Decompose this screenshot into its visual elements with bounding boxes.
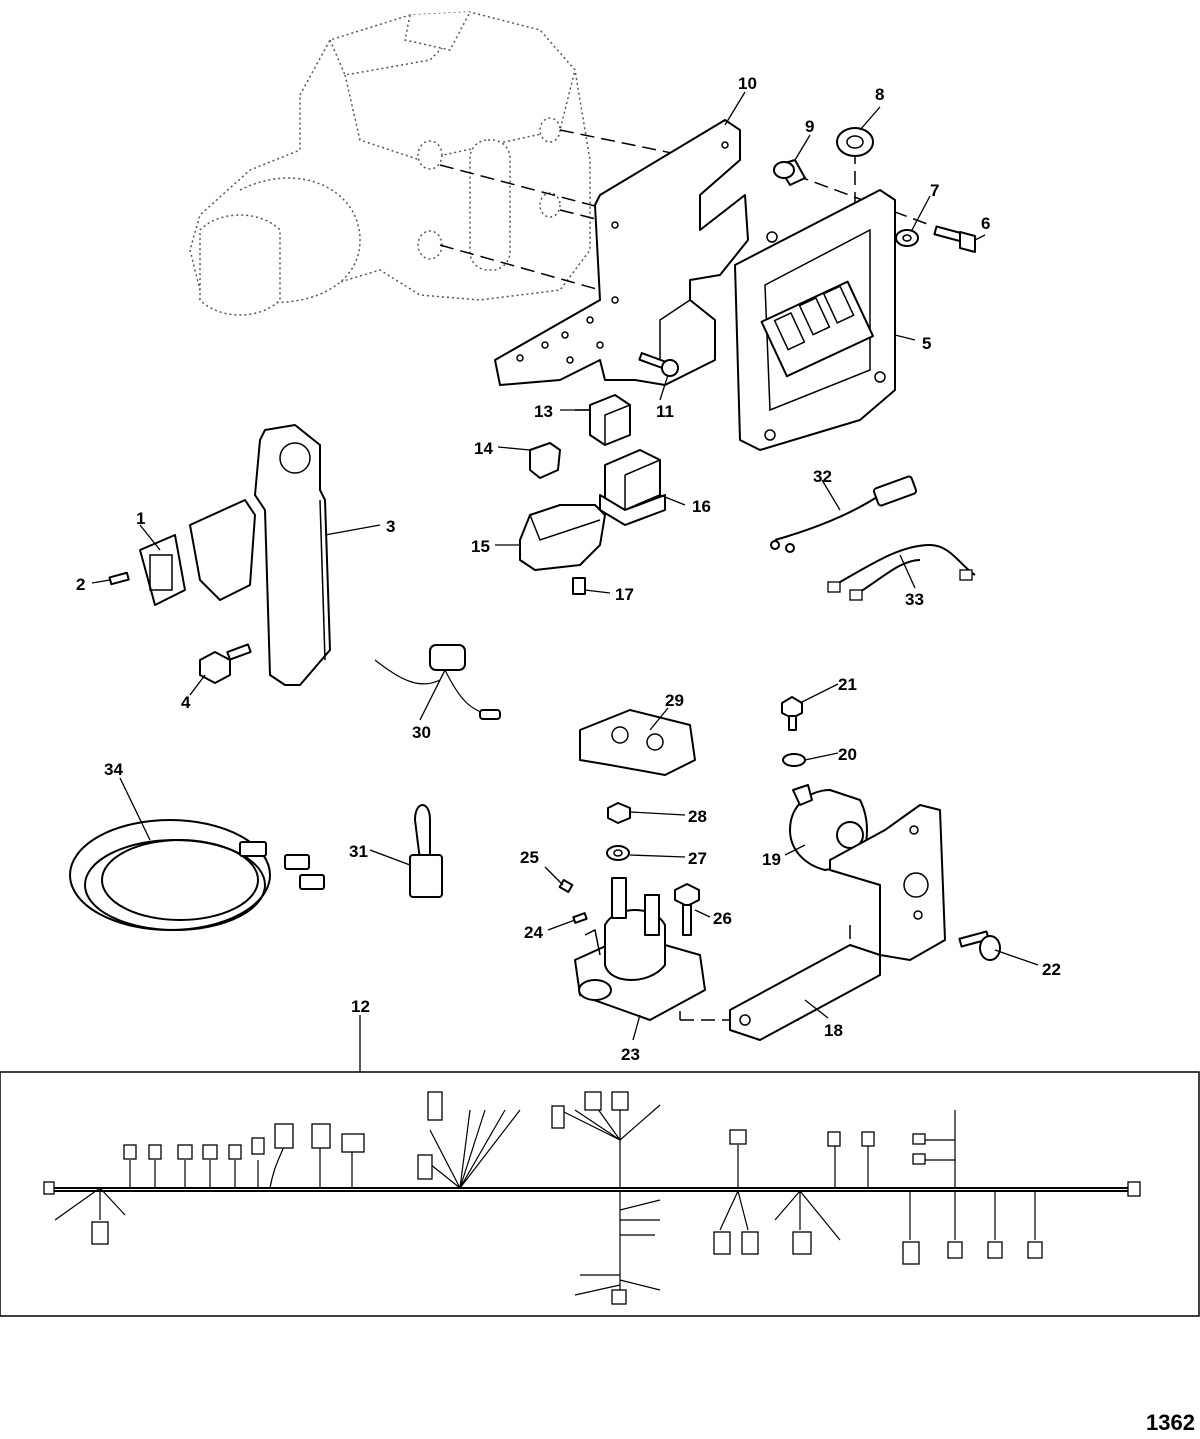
callout-8: 8 (875, 85, 884, 104)
part-33-jumper-harness (827, 543, 976, 601)
callout-6: 6 (981, 214, 990, 233)
callout-19: 19 (762, 850, 781, 869)
callout-13: 13 (534, 402, 553, 421)
part-1-connector-bracket (139, 499, 256, 606)
callout-18: 18 (824, 1021, 843, 1040)
part-23-starter-solenoid (574, 877, 706, 1021)
callout-3: 3 (386, 517, 395, 536)
callout-9: 9 (805, 117, 814, 136)
part-16-relay (599, 449, 666, 526)
part-30-sensor (374, 644, 501, 720)
part-34-coiled-harness (69, 819, 325, 931)
part-4-bolt (199, 643, 252, 684)
part-11-screw (638, 352, 679, 377)
callout-28: 28 (688, 807, 707, 826)
callout-7: 7 (930, 181, 939, 200)
part-3-bracket (254, 424, 331, 686)
part-17-fuse (572, 577, 586, 595)
callout-32: 32 (813, 467, 832, 486)
callout-24: 24 (524, 923, 543, 942)
part-31-jumper-loop (409, 804, 443, 898)
callout-12: 12 (351, 997, 370, 1016)
callout-17: 17 (615, 585, 634, 604)
callout-11: 11 (656, 402, 674, 421)
part-32-jumper-harness (770, 475, 918, 553)
callout-1: 1 (136, 509, 145, 528)
callout-14: 14 (474, 439, 493, 458)
part-27-washer (606, 845, 630, 861)
part-14-fuse-clip (529, 442, 561, 479)
part-29-terminal-cover (579, 709, 696, 776)
callout-10: 10 (738, 74, 757, 93)
part-24-pin (572, 912, 588, 924)
part-9-spacer (773, 159, 806, 186)
part-20-washer (782, 753, 806, 767)
callout-23: 23 (621, 1045, 640, 1064)
part-7-washer (895, 229, 919, 247)
callout-20: 20 (838, 745, 857, 764)
part-5-ecm-module (734, 189, 896, 451)
callout-leader-lines (91, 91, 1039, 1072)
part-15-fuse-box-cover (519, 504, 606, 571)
part-22-screw (958, 930, 1001, 961)
callout-29: 29 (665, 691, 684, 710)
part-12-harness-frame (0, 1071, 1200, 1317)
engine-housing-phantom (189, 11, 591, 316)
part-13-fuse-holder (575, 394, 631, 446)
part-18-bracket (729, 804, 946, 1041)
part-8-grommet (836, 127, 874, 157)
callout-15: 15 (471, 537, 490, 556)
callout-30: 30 (412, 723, 431, 742)
callout-16: 16 (692, 497, 711, 516)
part-12-main-harness (43, 1091, 1141, 1305)
callout-25: 25 (520, 848, 539, 867)
callout-27: 27 (688, 849, 707, 868)
callout-labels: 1 2 3 4 5 6 7 8 9 10 11 12 13 14 15 16 1… (76, 74, 1061, 1064)
callout-26: 26 (713, 909, 732, 928)
callout-31: 31 (349, 842, 368, 861)
part-2-screw (108, 571, 130, 586)
callout-34: 34 (104, 760, 123, 779)
callout-21: 21 (838, 675, 857, 694)
part-28-nut (607, 802, 631, 824)
part-10-mounting-bracket (494, 119, 749, 386)
callout-33: 33 (905, 590, 924, 609)
callout-2: 2 (76, 575, 85, 594)
part-26-bolt (674, 883, 700, 936)
part-6-bolt (933, 225, 976, 253)
figure-number: 1362 (1146, 1410, 1195, 1435)
callout-4: 4 (181, 693, 191, 712)
callout-5: 5 (922, 334, 931, 353)
part-21-bolt (781, 696, 803, 731)
callout-22: 22 (1042, 960, 1061, 979)
part-25-pin (558, 879, 574, 893)
